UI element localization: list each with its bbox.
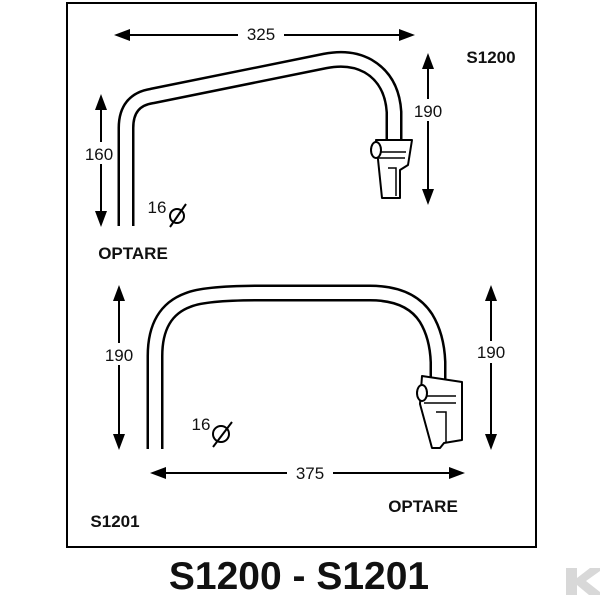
bottom-left-height-dimension [103, 285, 135, 450]
bottom-mirror-head [416, 375, 463, 449]
top-diameter-label: 16 [148, 198, 167, 217]
bottom-width-dimension [150, 462, 465, 484]
top-right-height-label: 190 [414, 102, 442, 121]
bottom-right-height-label: 190 [477, 343, 505, 362]
top-right-height-dimension [414, 53, 444, 205]
bottom-diameter-label: 16 [192, 415, 211, 434]
top-width-label: 325 [247, 25, 275, 44]
top-diameter-symbol-icon [169, 203, 187, 228]
bottom-width-label: 375 [296, 464, 324, 483]
top-left-height-label: 160 [85, 145, 113, 164]
top-width-dimension [114, 24, 415, 46]
top-pipe [117, 50, 403, 226]
brand-logo-icon [566, 568, 600, 595]
bottom-left-height-label: 190 [105, 346, 133, 365]
bottom-code-label: S1201 [90, 512, 139, 531]
top-left-height-dimension [86, 94, 116, 227]
diagram-frame [66, 2, 537, 548]
top-diagram: 325 S1200 160 190 [85, 24, 516, 263]
bottom-diameter-symbol-icon [212, 421, 233, 448]
top-code-label: S1200 [466, 48, 515, 67]
top-mirror-head [370, 139, 413, 199]
top-variant-label: OPTARE [98, 244, 168, 263]
page-title: S1200 - S1201 [169, 555, 429, 598]
bottom-right-height-dimension [475, 285, 507, 450]
bottom-pipe [146, 284, 447, 449]
bottom-variant-label: OPTARE [388, 497, 458, 516]
bottom-diagram: 190 190 16 [90, 284, 507, 531]
